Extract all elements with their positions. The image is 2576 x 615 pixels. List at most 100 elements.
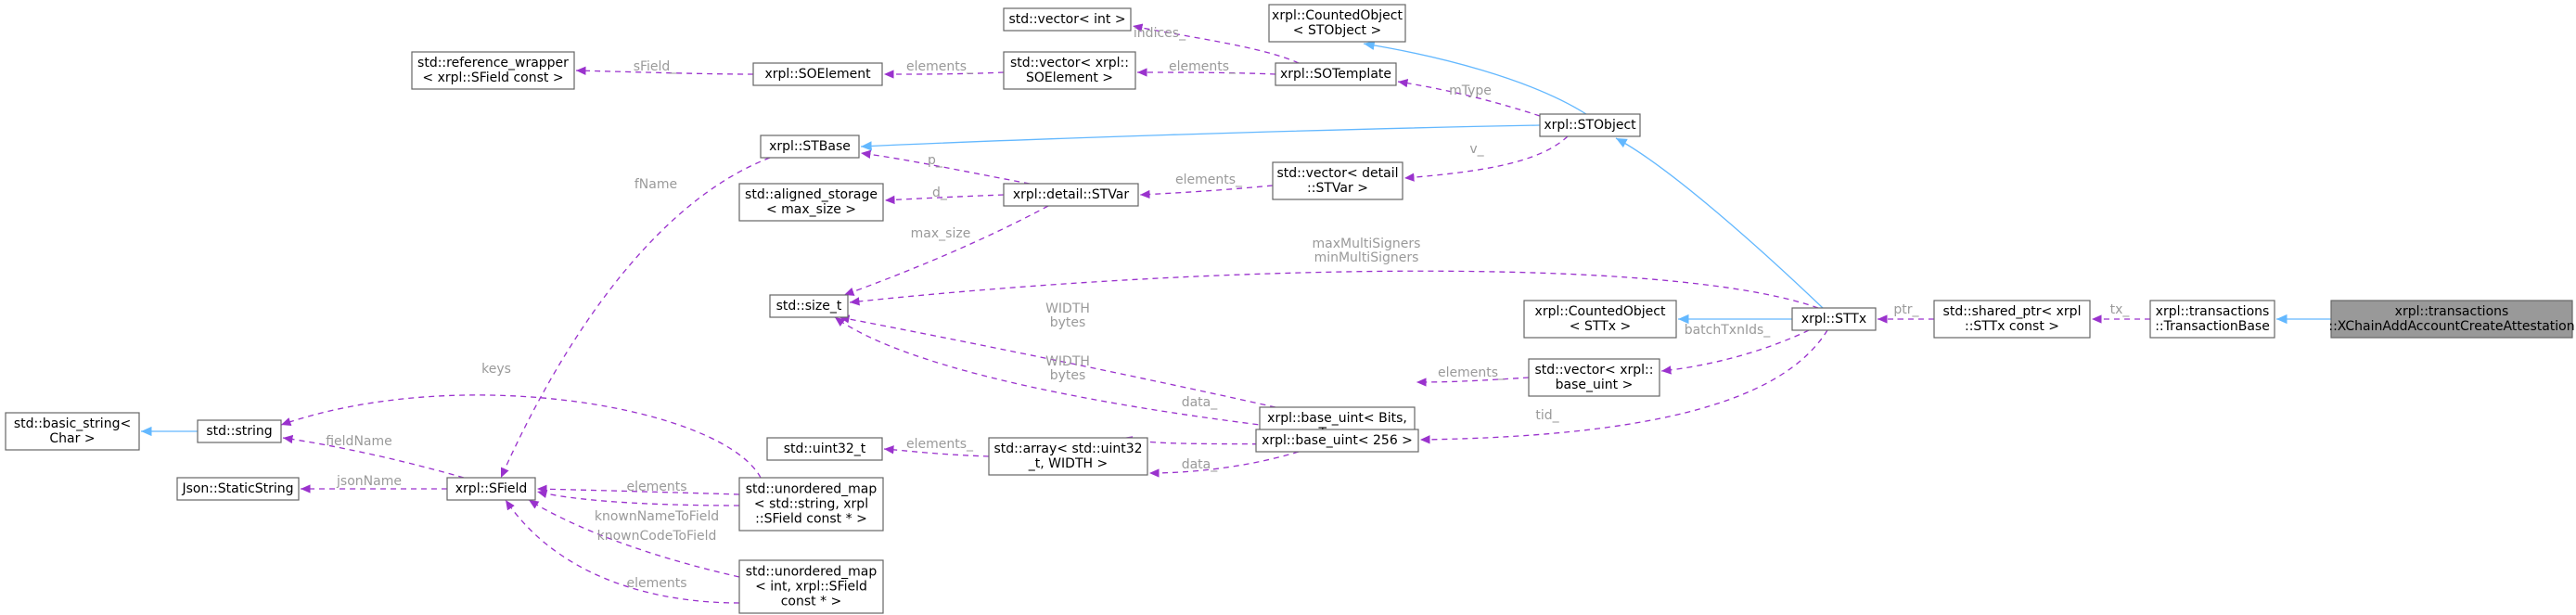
edge-sfield-to-umapint-elements (505, 499, 740, 604)
json-static-string-node-box (176, 477, 300, 501)
size-t-node-box (769, 294, 849, 318)
sttx-node-box (1791, 307, 1877, 331)
edge-label-lbl-sfield-soe: sField_ (634, 59, 678, 74)
reference-wrapper-node-box (411, 51, 575, 90)
xchain-attestation-node[interactable]: xrpl::transactions::XChainAddAccountCrea… (2328, 300, 2575, 339)
json-static-string-node[interactable]: Json::StaticString (176, 477, 300, 501)
shared-ptr-sttx-node-box (1933, 300, 2091, 339)
vector-stvar-node-box (1272, 161, 1403, 200)
base-uint-256-node[interactable]: xrpl::base_uint< 256 > (1255, 429, 1419, 453)
vector-stvar-node[interactable]: std::vector< detail::STVar > (1272, 161, 1403, 200)
edge-label-lbl-jsonname: jsonName (336, 474, 402, 489)
soelement-node-label-line: xrpl::SOElement (764, 67, 871, 82)
xchain-attestation-node-label-line: xrpl::transactions (2395, 304, 2509, 319)
counted-object-stobject-node-box (1268, 4, 1406, 43)
vector-soelement-node-label-line: SOElement > (1026, 70, 1113, 85)
unordered-map-string-node[interactable]: std::unordered_map< std::string, xrpl::S… (738, 477, 884, 532)
edge-label-lbl-bytes2: bytes (1050, 368, 1086, 383)
transaction-base-node-label-line: ::TransactionBase (2155, 319, 2270, 334)
edge-buint256-to-sttx (1419, 329, 1828, 444)
edge-labels-layer: tx_ptr_batchTxnIds_tid_maxMultiSignersmi… (326, 26, 2130, 591)
basic-string-node[interactable]: std::basic_string<Char > (5, 412, 140, 451)
uint32-node-box (766, 437, 883, 461)
transaction-base-node-box (2149, 300, 2275, 339)
stvar-node-label-line: xrpl::detail::STVar (1013, 187, 1130, 202)
edge-label-lbl-width1: WIDTH (1045, 301, 1090, 316)
array-uint32-node[interactable]: std::array< std::uint32_t, WIDTH > (988, 437, 1148, 476)
edge-sizet-to-buintbits (839, 314, 1276, 408)
unordered-map-int-node-label-line: std::unordered_map (746, 565, 878, 580)
stobject-node[interactable]: xrpl::STObject (1539, 113, 1641, 137)
stbase-node[interactable]: xrpl::STBase (760, 135, 860, 159)
reference-wrapper-node-label-line: std::reference_wrapper (417, 56, 569, 70)
sotemplate-node-label-line: xrpl::SOTemplate (1280, 67, 1391, 82)
stvar-node[interactable]: xrpl::detail::STVar (1003, 183, 1139, 207)
vector-int-node-box (1003, 7, 1132, 32)
stbase-node-box (760, 135, 860, 159)
vector-base-uint-node-label-line: std::vector< xrpl:: (1535, 363, 1654, 378)
array-uint32-node-label-line: std::array< std::uint32 (993, 442, 1142, 456)
edge-label-lbl-minmulti: minMultiSigners (1314, 250, 1419, 265)
unordered-map-int-node-label-line: < int, xrpl::SField (755, 580, 867, 595)
sotemplate-node[interactable]: xrpl::SOTemplate (1275, 62, 1397, 86)
sttx-node-label-line: xrpl::STTx (1801, 312, 1866, 327)
shared-ptr-sttx-node-label-line: ::STTx const > (1965, 319, 2059, 334)
sfield-node[interactable]: xrpl::SField (446, 477, 536, 501)
size-t-node-label-line: std::size_t (776, 299, 842, 314)
soelement-node[interactable]: xrpl::SOElement (752, 62, 883, 86)
array-uint32-node-box (988, 437, 1148, 476)
unordered-map-int-node[interactable]: std::unordered_map< int, xrpl::SFieldcon… (738, 559, 884, 614)
stobject-node-label-line: xrpl::STObject (1544, 118, 1636, 133)
edge-label-lbl-knownname: knownNameToField (595, 509, 719, 524)
vector-base-uint-node[interactable]: std::vector< xrpl::base_uint > (1528, 358, 1660, 397)
edge-label-lbl-indices: indices_ (1134, 26, 1186, 41)
std-string-node[interactable]: std::string (197, 419, 282, 443)
edge-array-to-buint256 (1148, 451, 1300, 478)
edge-label-lbl-tid: tid_ (1535, 408, 1559, 423)
edge-label-lbl-maxmulti: maxMultiSigners (1313, 237, 1421, 251)
edge-label-lbl-elements-stvar: elements_ (1175, 173, 1243, 187)
xchain-attestation-node-box (2330, 300, 2573, 339)
edge-vecstvar-to-stobject (1403, 135, 1569, 182)
base-uint-256-node-box (1255, 429, 1419, 453)
edges-layer (141, 23, 2331, 604)
aligned-storage-node[interactable]: std::aligned_storage< max_size > (738, 183, 884, 222)
vector-int-node-label-line: std::vector< int > (1008, 12, 1125, 27)
transaction-base-node-label-line: xrpl::transactions (2156, 304, 2270, 319)
edge-sotemplate-to-stobject (1397, 79, 1541, 117)
uint32-node[interactable]: std::uint32_t (766, 437, 883, 461)
edge-label-lbl-fieldname: fieldName (326, 434, 392, 449)
edge-label-lbl-elements-sot: elements_ (1169, 59, 1237, 74)
edge-label-lbl-batch: batchTxnIds_ (1685, 323, 1772, 338)
edge-buintbits-to-vecbuint (1416, 377, 1530, 387)
edge-label-lbl-data2: data_ (1182, 457, 1219, 472)
transaction-base-node[interactable]: xrpl::transactions::TransactionBase (2149, 300, 2275, 339)
edge-vecbuint-to-sttx (1660, 329, 1810, 375)
edge-label-lbl-elements-umap2: elements (626, 576, 686, 591)
vector-soelement-node[interactable]: std::vector< xrpl::SOElement > (1003, 51, 1136, 90)
vector-soelement-node-label-line: std::vector< xrpl:: (1010, 56, 1129, 70)
size-t-node[interactable]: std::size_t (769, 294, 849, 318)
reference-wrapper-node[interactable]: std::reference_wrapper< xrpl::SField con… (411, 51, 575, 90)
sttx-node[interactable]: xrpl::STTx (1791, 307, 1877, 331)
base-uint-bits-tag-node-label-line: xrpl::base_uint< Bits, (1267, 411, 1407, 426)
edge-label-lbl-fname: fName (634, 177, 677, 192)
counted-object-stobject-node[interactable]: xrpl::CountedObject< STObject > (1268, 4, 1406, 43)
vector-stvar-node-label-line: ::STVar > (1307, 181, 1368, 196)
counted-object-sttx-node-label-line: < STTx > (1570, 319, 1631, 334)
counted-object-stobject-node-label-line: < STObject > (1293, 23, 1381, 38)
edge-label-lbl-elements-umap1: elements (626, 480, 686, 494)
basic-string-node-label-line: Char > (49, 431, 95, 446)
unordered-map-int-node-label-line: const * > (781, 595, 842, 609)
edge-stbase-to-stvar (860, 149, 1031, 185)
aligned-storage-node-label-line: std::aligned_storage (745, 187, 878, 202)
edge-label-lbl-v: v_ (1469, 142, 1484, 157)
shared-ptr-sttx-node[interactable]: std::shared_ptr< xrpl::STTx const > (1933, 300, 2091, 339)
vector-int-node[interactable]: std::vector< int > (1003, 7, 1132, 32)
edge-uint32-to-array (883, 445, 990, 457)
edge-label-lbl-elements-soe: elements_ (906, 59, 974, 74)
unordered-map-string-node-label-line: std::unordered_map (746, 482, 878, 497)
counted-object-sttx-node[interactable]: xrpl::CountedObject< STTx > (1523, 300, 1677, 339)
sotemplate-node-box (1275, 62, 1397, 86)
array-uint32-node-label-line: _t, WIDTH > (1028, 456, 1108, 471)
